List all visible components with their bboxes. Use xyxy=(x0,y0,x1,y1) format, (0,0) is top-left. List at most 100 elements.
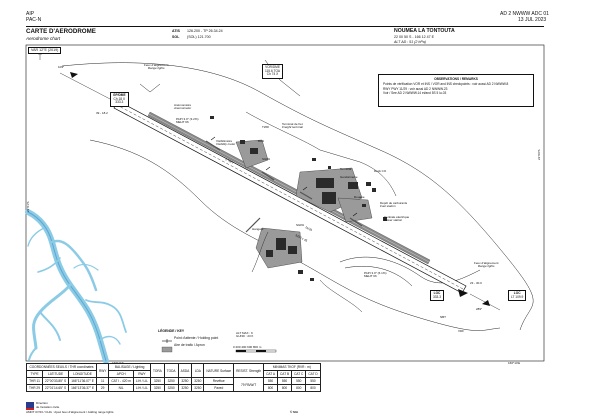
range-lights-left-en: Range lights xyxy=(147,66,165,70)
range-lights-left: Feux d'alignement Range lights xyxy=(144,64,168,70)
cell: 800 xyxy=(263,384,278,392)
fuel-en: Fuel station xyxy=(380,204,396,208)
cell: 11 xyxy=(95,377,110,385)
parallel-taxiway xyxy=(147,111,431,265)
power-fr: Centrale électrique xyxy=(384,215,410,219)
cell: 3250 xyxy=(149,377,165,385)
doc-ref: AD 2 NWWW ADC 01 xyxy=(500,11,549,17)
cell: 800 xyxy=(276,384,293,392)
atis-value: 126.200 - TP 26.34.24 xyxy=(187,29,223,33)
gp-dme-channel: Ch 18 X xyxy=(113,96,126,101)
gp-dme-freq: 333.3 xyxy=(115,100,124,105)
cell: 3250 xyxy=(177,377,193,385)
loc-right-freq: LT 109.9 xyxy=(511,294,524,299)
logo-text-line1: Direction xyxy=(36,401,48,405)
fuel-station-label: Dépôt de carburants Fuel station xyxy=(380,202,407,208)
cell: 166°11'36.07" E xyxy=(68,377,97,385)
doc-left-line2: PAC-N xyxy=(26,17,42,23)
col-type: TYPE xyxy=(26,370,43,378)
cell: 550 xyxy=(291,377,307,385)
col-cat-a: CAT A xyxy=(263,370,278,378)
loc-right-label: LOC xyxy=(513,291,521,295)
vordme-freq: 115.6 TOA xyxy=(265,68,281,73)
footer-amendment: AMDT 07/23 / CHG : Ajout feux d'aligneme… xyxy=(26,410,115,414)
legend-symbols xyxy=(161,339,173,353)
papi-left-meht: MEHT 66 xyxy=(176,120,189,124)
coord-bottom-right: 166°14'E xyxy=(508,361,521,365)
cell: 800 xyxy=(305,384,321,392)
terminal-label: Terminal xyxy=(340,167,352,171)
loc-left-freq: 333.3 xyxy=(433,294,441,299)
cell: 550 xyxy=(276,377,293,385)
holding-points xyxy=(210,136,358,217)
loc-right-box: LOC LT 109.9 xyxy=(508,290,527,302)
aerodrome-boundary xyxy=(61,59,534,331)
logo-text-line2: de l'aviation civile xyxy=(36,405,60,409)
observations-box: OBSERVATIONS / REMARKS Points de vérific… xyxy=(378,74,534,107)
map-frame xyxy=(25,44,545,362)
range-lights-right-en: Range lights xyxy=(477,264,495,268)
col-apch: APCH xyxy=(108,370,134,378)
range-lights-right-fr: Feux d'alignement xyxy=(474,261,499,265)
gp-dme-label: GP/DME xyxy=(113,93,126,97)
col-surface: NATURE Surface xyxy=(203,363,235,378)
coord-right-side: 22°00'S xyxy=(537,149,541,160)
legend-title: LÉGENDE / KEY xyxy=(158,329,185,333)
cell: 800 xyxy=(291,384,307,392)
col-asda: ASDA xyxy=(177,363,193,378)
customs-label: Douane xyxy=(354,195,365,199)
sol-value: (SOL) 121.700 xyxy=(187,35,211,39)
cell: 166°13'36.37" E xyxy=(68,384,97,392)
footer-copyright: © SIA xyxy=(290,410,299,414)
gp-dme-box: GP/DME Ch 18 X 333.3 xyxy=(110,92,129,108)
heading-right: 289° xyxy=(476,307,483,311)
header-rule xyxy=(26,26,544,27)
magnetic-variation: VAR 12°E (2019) xyxy=(28,47,62,54)
ndb-label: NBT xyxy=(440,315,446,319)
col-strength: RESIST. Strength xyxy=(233,363,265,378)
runway-direction-arrows xyxy=(70,72,490,306)
cell: CAT I - 420 m xyxy=(108,377,134,385)
range-lights-left-fr: Feux d'alignement xyxy=(144,63,169,67)
cell: 3250 xyxy=(191,377,205,385)
coord-left-side: 22°01'S xyxy=(26,201,30,212)
cell: 22°01'14.65" S xyxy=(41,384,70,392)
col-cat-d: CAT D xyxy=(305,370,321,378)
observations-line1: Points de vérification VOR et INS / VOR … xyxy=(383,82,509,87)
doc-date: 13 JUL 2023 xyxy=(518,17,547,23)
sgpa2-label: SGPA xyxy=(296,223,305,227)
table-row: THR 29 22°01'14.65" S 166°13'36.37" E 29… xyxy=(26,384,321,392)
anemometer-en: Anemometer xyxy=(174,106,192,110)
legend-holding-point: Point d'attente / Holding point xyxy=(174,336,219,340)
hangars-label: Hangars xyxy=(252,227,264,231)
power-en: Power station xyxy=(384,218,403,222)
visibility-meter-label: Visibilimètre Visibility meter xyxy=(216,140,235,146)
vdf-label: VDF xyxy=(458,329,464,333)
scale-labels: 0 200 400 600 800 m xyxy=(233,345,262,349)
visibility-en: Visibility meter xyxy=(216,142,236,146)
col-cat-c: CAT C xyxy=(291,370,307,378)
loc-left-label: LOC xyxy=(433,291,441,295)
loc-left-box: LOC 333.3 xyxy=(430,290,444,302)
bra-label: BRA xyxy=(258,139,265,143)
vordme-label: VOR/DME xyxy=(265,65,280,69)
chart-title: CARTE D'AERODROME xyxy=(26,28,96,35)
papi-right-angle: PAPI 3.0° (6.1%) xyxy=(364,271,387,275)
cell: 79 FB/W/T xyxy=(233,377,265,392)
col-tora: TORA xyxy=(149,363,165,378)
table-group-thr: COORDONNÉES SEUILS / THR coordinates xyxy=(26,363,97,371)
table-group-minimas: MINIMAS TKOF (RVR : m) xyxy=(263,363,321,371)
anemometer-fr: Anémomètre xyxy=(174,103,192,107)
cell: 22°00'33.85" S xyxy=(41,377,70,385)
vordme-channel: Ch 74 X xyxy=(266,72,279,77)
cell: 3250 xyxy=(163,384,179,392)
cell: LIH / LIL xyxy=(132,384,151,392)
alt-max-line1: ALT MAX : 9 xyxy=(236,331,253,335)
cell: Paved xyxy=(203,384,235,392)
buildings xyxy=(210,116,387,281)
papi-right-label: PAPI 3.0° (6.1%) MEHT 66 xyxy=(364,272,387,278)
range-lights-right: Feux d'alignement Range lights xyxy=(474,262,498,268)
cell: 3250 xyxy=(149,384,165,392)
alt-max-label: ALT MAX : 9 GUND : 23 ft xyxy=(236,332,253,338)
